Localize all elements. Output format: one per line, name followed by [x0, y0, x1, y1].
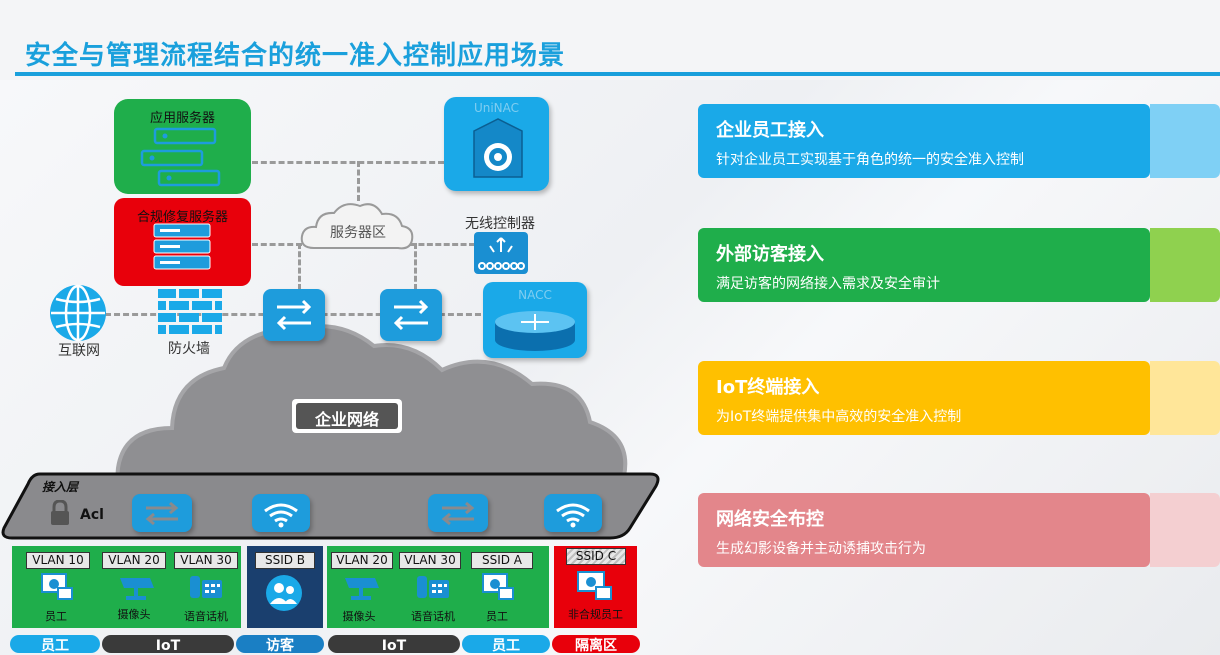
firewall-label: 防火墙 [168, 341, 210, 357]
card-description: 生成幻影设备并主动诱捕攻击行为 [716, 541, 926, 557]
switch-arrows-icon [276, 299, 312, 331]
card-employee-access[interactable]: 企业员工接入 针对企业员工实现基于角色的统一的安全准入控制 [698, 104, 1220, 178]
visitors-icon [266, 575, 302, 611]
access-switch-1[interactable] [132, 494, 192, 532]
security-server-icon [473, 118, 523, 178]
card-heading: 企业员工接入 [716, 120, 824, 141]
connector [414, 243, 417, 290]
ssid-tag: SSID C [566, 548, 626, 565]
group-iot-employee: VLAN 20 VLAN 30 SSID A 摄像头 语音话机 员工 [327, 546, 549, 628]
enterprise-network-label: 企业网络 [314, 410, 379, 429]
page-title: 安全与管理流程结合的统一准入控制应用场景 [25, 41, 566, 71]
endpoint-label: 语音话机 [411, 610, 455, 623]
uninac-box[interactable]: UniNAC [444, 97, 549, 191]
category-pill: 访客 [236, 635, 324, 653]
camera-icon [120, 578, 154, 600]
app-server-label: 应用服务器 [149, 111, 215, 126]
vlan-tag: VLAN 20 [102, 552, 166, 569]
ssid-tag: SSID A [471, 552, 533, 569]
wifi-icon [556, 503, 590, 528]
category-pill: IoT [102, 635, 234, 653]
connector [357, 161, 360, 201]
title-underline [15, 72, 1220, 76]
category-pill: 隔离区 [552, 635, 640, 653]
connector [298, 243, 301, 290]
switch-arrows-icon [393, 299, 429, 331]
card-visitor-access[interactable]: 外部访客接入 满足访客的网络接入需求及安全审计 [698, 228, 1220, 302]
server-icon [153, 223, 211, 270]
group-employee-iot: VLAN 10 VLAN 20 VLAN 30 员工 摄像头 语音话机 [12, 546, 241, 628]
camera-icon [345, 578, 379, 600]
vlan-tag: VLAN 30 [174, 552, 238, 569]
group-quarantine: SSID C 非合规员工 [554, 546, 637, 628]
core-switch-2[interactable] [380, 289, 442, 341]
router-icon [495, 311, 575, 351]
category-pill: 员工 [462, 635, 550, 653]
phone-icon [417, 576, 449, 598]
server-zone-cloud-icon [300, 203, 414, 250]
computer-icon [482, 573, 514, 600]
endpoint-label: 员工 [45, 610, 67, 623]
category-pill: IoT [328, 635, 460, 653]
globe-icon [50, 284, 106, 342]
card-description: 针对企业员工实现基于角色的统一的安全准入控制 [716, 152, 1024, 168]
core-switch-1[interactable] [263, 289, 325, 341]
connector [252, 243, 302, 246]
connector [410, 243, 475, 246]
access-layer-label: 接入层 [42, 480, 79, 494]
switch-arrows-icon [441, 501, 475, 526]
wireless-controller-icon[interactable] [474, 232, 528, 274]
vlan-tag: VLAN 10 [26, 552, 90, 569]
card-description: 为IoT终端提供集中高效的安全准入控制 [716, 409, 962, 425]
phone-icon [190, 576, 222, 598]
card-iot-access[interactable]: IoT终端接入 为IoT终端提供集中高效的安全准入控制 [698, 361, 1220, 435]
server-zone-label: 服务器区 [330, 225, 386, 241]
nacc-label: NACC [518, 288, 552, 302]
card-description: 满足访客的网络接入需求及安全审计 [716, 276, 940, 292]
app-server-box[interactable]: 应用服务器 [114, 99, 251, 194]
nacc-box[interactable]: NACC [483, 282, 587, 358]
card-heading: IoT终端接入 [716, 377, 820, 398]
category-pill: 员工 [10, 635, 100, 653]
access-ap-1[interactable] [252, 494, 310, 532]
card-tail [1150, 361, 1220, 435]
endpoint-label: 语音话机 [184, 610, 228, 623]
card-heading: 网络安全布控 [716, 509, 824, 530]
uninac-label: UniNAC [473, 101, 520, 115]
computer-icon [577, 571, 612, 600]
card-security-deploy[interactable]: 网络安全布控 生成幻影设备并主动诱捕攻击行为 [698, 493, 1220, 567]
endpoint-label: 摄像头 [117, 608, 151, 621]
endpoint-label: 员工 [486, 610, 508, 623]
group-visitor: SSID B [247, 546, 323, 628]
vlan-tag: VLAN 20 [331, 552, 393, 569]
endpoint-label: 非合规员工 [568, 608, 623, 621]
access-switch-2[interactable] [428, 494, 488, 532]
card-tail [1150, 493, 1220, 567]
server-rack-icon [140, 127, 221, 187]
computer-icon [41, 573, 73, 600]
remediation-server-label: 合规修复服务器 [136, 210, 228, 225]
card-heading: 外部访客接入 [716, 244, 824, 265]
remediation-server-box[interactable]: 合规修复服务器 [114, 198, 251, 286]
wireless-controller-label: 无线控制器 [465, 216, 535, 232]
wifi-icon [264, 503, 298, 528]
switch-arrows-icon [145, 501, 179, 526]
card-tail [1150, 228, 1220, 302]
connector [252, 161, 444, 164]
enterprise-label-frame: 企业网络 [292, 399, 402, 433]
ssid-tag: SSID B [255, 552, 315, 569]
access-ap-2[interactable] [544, 494, 602, 532]
endpoint-label: 摄像头 [342, 610, 376, 623]
internet-label: 互联网 [58, 343, 100, 359]
card-tail [1150, 104, 1220, 178]
lock-icon [51, 500, 69, 525]
vlan-tag: VLAN 30 [399, 552, 461, 569]
firewall-icon [158, 289, 222, 334]
acl-label: Acl [80, 507, 104, 523]
